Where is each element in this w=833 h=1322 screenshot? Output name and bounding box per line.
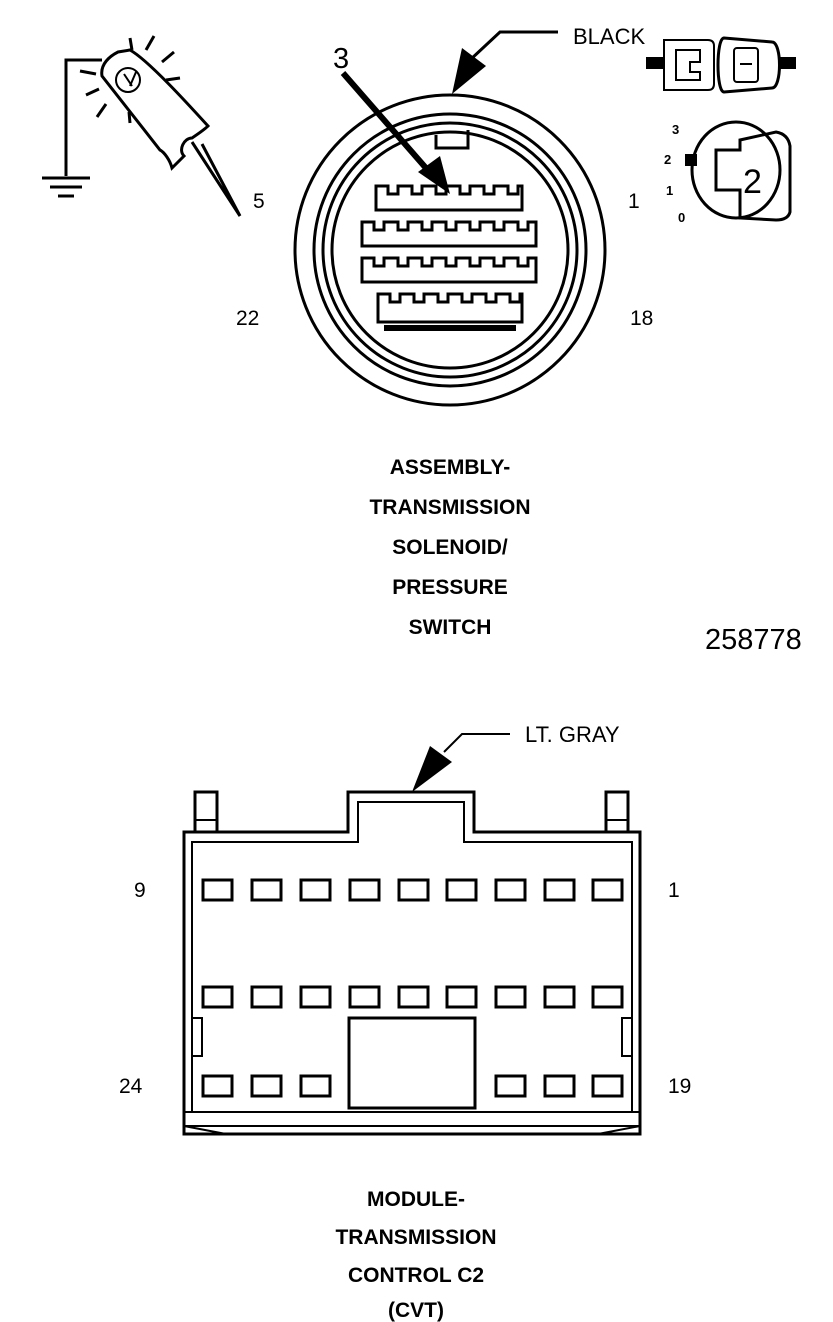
tcm-c2-connector	[182, 733, 642, 1136]
title-line: CONTROL C2	[348, 1264, 484, 1287]
cavity-row-1	[201, 878, 624, 902]
figure-id: 258778	[705, 624, 802, 656]
pin-label-top-left: 9	[134, 879, 146, 902]
title-line: SWITCH	[409, 616, 492, 639]
connector-color-label: LT. GRAY	[525, 722, 620, 747]
key-position-3: 3	[672, 122, 679, 137]
solenoid-connector-title: ASSEMBLY- TRANSMISSION SOLENOID/ PRESSUR…	[369, 456, 530, 639]
terminal-row-3	[360, 256, 538, 284]
ignition-key-icon: 3 2 1 0 2	[664, 120, 792, 225]
terminal-row-4	[376, 292, 524, 331]
pin-label-top-left: 5	[253, 190, 265, 213]
key-position-2: 2	[664, 152, 671, 167]
pin-label-bottom-right: 19	[668, 1075, 691, 1098]
title-line: SOLENOID/	[392, 536, 508, 559]
callout-number: 3	[333, 43, 349, 75]
key-position-1: 1	[666, 183, 673, 198]
title-line: TRANSMISSION	[369, 496, 530, 519]
terminal-row-2	[360, 220, 538, 248]
pin-label-bottom-left: 22	[236, 307, 259, 330]
pin-label-bottom-right: 18	[630, 307, 653, 330]
key-position-0: 0	[678, 210, 685, 225]
title-line: ASSEMBLY-	[390, 456, 511, 479]
title-line: (CVT)	[388, 1299, 444, 1322]
color-leader-arrow	[452, 30, 558, 94]
cavity-row-2	[201, 985, 624, 1009]
connector-color-label: BLACK	[573, 24, 645, 49]
tcm-connector-title: MODULE- TRANSMISSION CONTROL C2 (CVT)	[335, 1188, 496, 1322]
title-line: TRANSMISSION	[335, 1226, 496, 1249]
color-leader-arrow	[412, 733, 510, 792]
title-line: PRESSURE	[392, 576, 508, 599]
ground-probe-icon	[42, 35, 242, 217]
terminal-row-1	[374, 184, 524, 212]
title-line: MODULE-	[367, 1188, 465, 1211]
key-selected-position: 2	[743, 163, 762, 201]
pin-label-bottom-left: 24	[119, 1075, 143, 1098]
solenoid-connector	[293, 30, 607, 407]
connector-plug-icon	[646, 36, 796, 94]
pin-label-top-right: 1	[668, 879, 680, 902]
pin-label-top-right: 1	[628, 190, 640, 213]
cavity-row-3	[201, 1074, 624, 1098]
callout-3-arrow	[340, 71, 450, 194]
